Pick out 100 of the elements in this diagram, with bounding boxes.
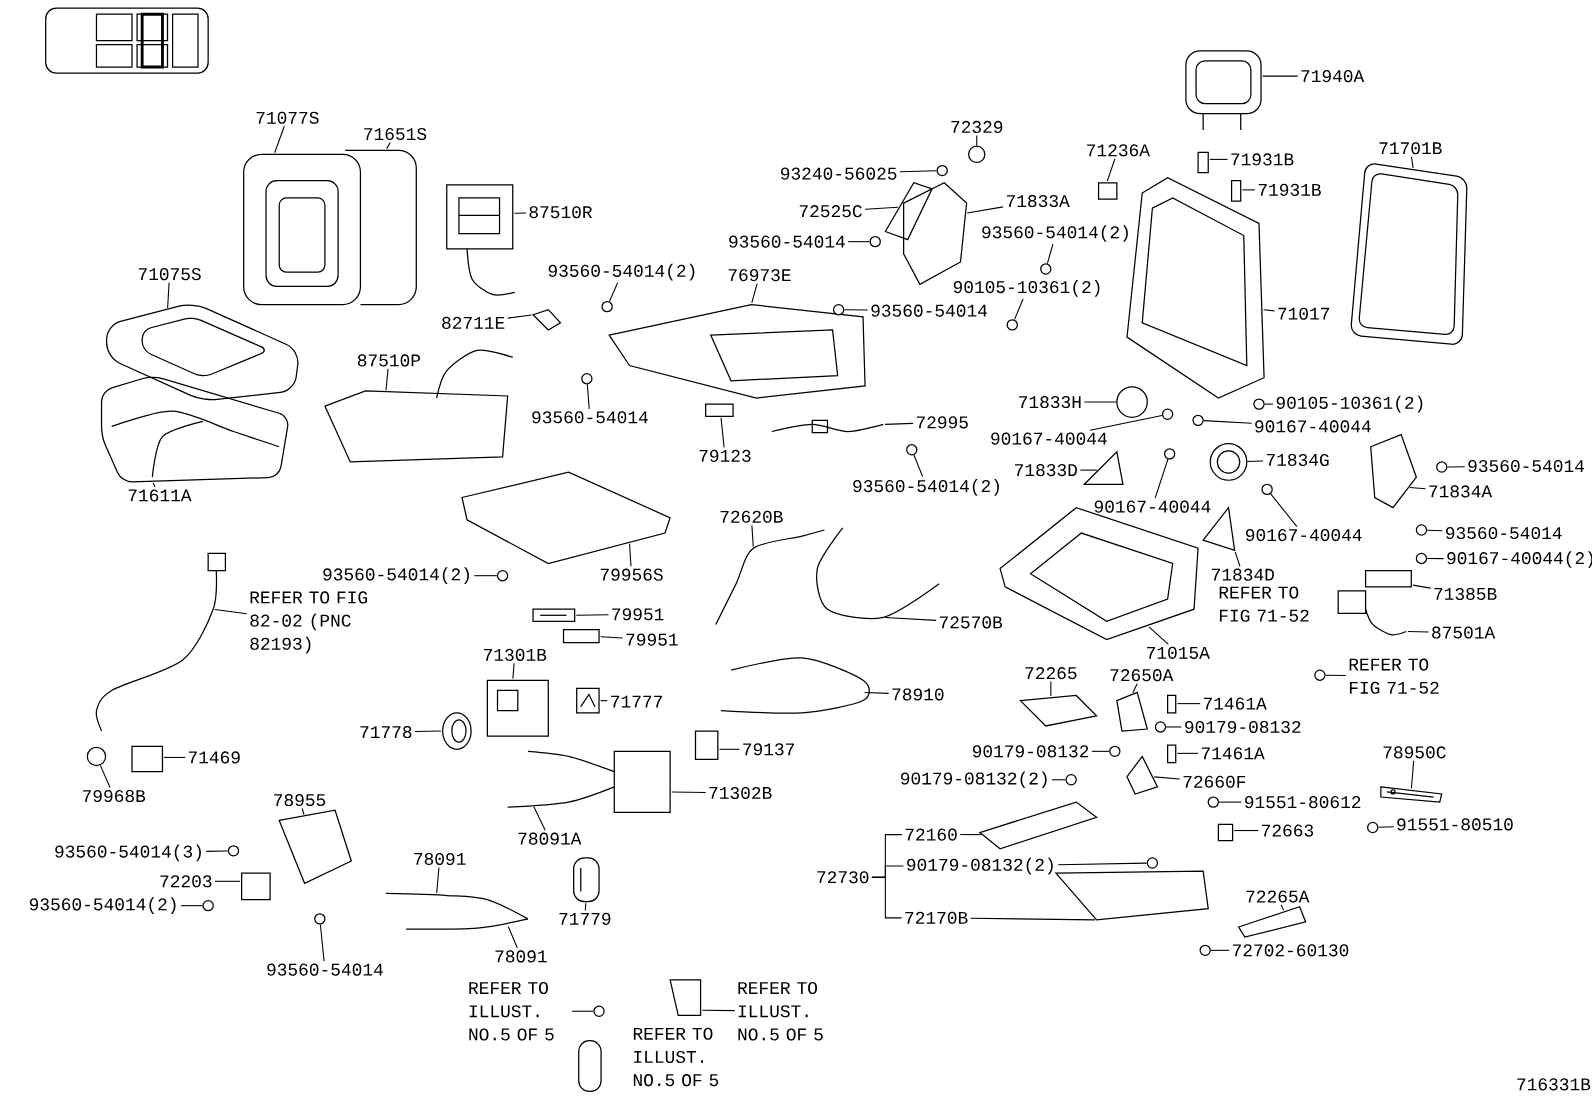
part-number: 71833D [1015,464,1077,477]
reference-note: REFER TO ILLUST. NO.5 OF 5 [633,1027,719,1087]
part-drawing [1126,755,1159,795]
leader-line [1176,703,1201,705]
leader-line [1407,631,1430,633]
part-number: 71017 [1278,307,1330,320]
part-number: 93560-54014 [532,411,648,424]
leader-line [507,314,532,319]
leader-line [629,543,632,567]
leader-line [751,524,754,548]
bolt [1154,721,1167,733]
part-number: 72265A [1246,890,1310,903]
leader-line [976,135,978,147]
leader-line [1046,243,1054,265]
part-number: 91551-80510 [1397,818,1513,831]
leader-line [473,575,498,577]
leader-line [584,902,587,912]
part-number: 72620B [720,510,783,524]
leader-line [1280,904,1285,911]
part-number: 71461A [1201,747,1265,760]
part-number: 71778 [360,726,412,739]
part-number: 90167-40044(2) [1447,551,1592,568]
part-number: 90105-10361(2) [953,280,1100,297]
leader-line [843,309,869,311]
leader-line [1209,159,1229,161]
leader-line [600,700,608,702]
part-number: 78910 [892,688,944,701]
leader-line [274,125,285,154]
part-drawing [131,745,164,773]
leader-line [575,614,609,616]
part-number: 90167-40044 [991,432,1107,445]
reference-note: REFER TO ILLUST. NO.5 OF 5 [469,982,554,1041]
bolt [1146,857,1159,869]
part-number: 71940A [1301,70,1365,83]
leader-line [1079,469,1098,471]
leader-line [152,482,156,488]
leader-line [1091,751,1110,753]
part-number: 93560-54014(2) [982,225,1128,243]
leader-line [718,749,740,751]
leader-line [1203,420,1253,424]
leader-line [1083,401,1117,403]
leader-line [205,850,229,853]
part-drawing [385,893,529,920]
leader-line [99,765,111,789]
part-number: 79956S [600,568,663,581]
part-number: 72329 [951,121,1003,134]
part-drawing [95,552,227,732]
part-drawing [1337,590,1407,636]
part-number: 79968B [82,790,146,803]
part-number: 71301B [484,649,547,662]
part-number: 71931B [1258,184,1321,197]
leader-line [1241,189,1256,191]
part-number: 90105-10361(2) [1276,396,1423,413]
leader-line [1050,681,1052,697]
bolt [1163,448,1176,460]
part-drawing [442,712,472,751]
bolt [601,301,613,313]
bolt [832,304,845,316]
part-drawing [1370,433,1418,509]
leader-line [959,834,982,836]
part-drawing [1167,744,1177,764]
leader-line [436,867,440,894]
bolt [1314,669,1326,682]
part-number: 72995 [916,416,968,429]
reference-note: REFER TO FIG 71-52 [1349,658,1439,695]
leader-line [1210,950,1230,952]
reference-note: REFER TO FIG 71-52 [1219,586,1309,622]
part-drawing [1116,691,1149,732]
part-number: 79137 [743,743,794,756]
part-number: 72650A [1110,669,1174,682]
part-number: 87510R [529,206,593,219]
part-drawing [278,809,353,885]
leader-line [1234,551,1241,567]
part-number: 71777 [611,695,662,708]
leader-line [701,1009,736,1012]
bolt [1040,263,1052,275]
part-number: 71015A [1147,647,1210,660]
part-number: 93560-54014 [729,235,845,248]
part-drawing [241,872,271,901]
leader-line [1426,529,1443,532]
part-number: 71701B [1379,142,1442,155]
part-number: 79951 [626,633,678,646]
leader-line [163,757,186,759]
part-drawing [324,349,514,463]
part-drawing [1197,151,1209,174]
leader-line [864,692,890,695]
bolt [936,165,948,177]
leader-line [1089,415,1163,431]
part-number: 79951 [612,608,664,621]
part-number: 71834D [1212,568,1274,581]
part-number: 90179-08132 [972,745,1089,758]
leader-line [1218,801,1242,803]
bolt [496,570,509,582]
part-number: 93560-54014(2) [548,264,695,281]
part-number: 79123 [699,450,751,463]
leader-line [1132,683,1138,694]
leader-line [1246,460,1264,463]
part-number: 71833H [1019,396,1081,409]
bolt [593,1005,605,1018]
leader-line [1426,558,1445,560]
